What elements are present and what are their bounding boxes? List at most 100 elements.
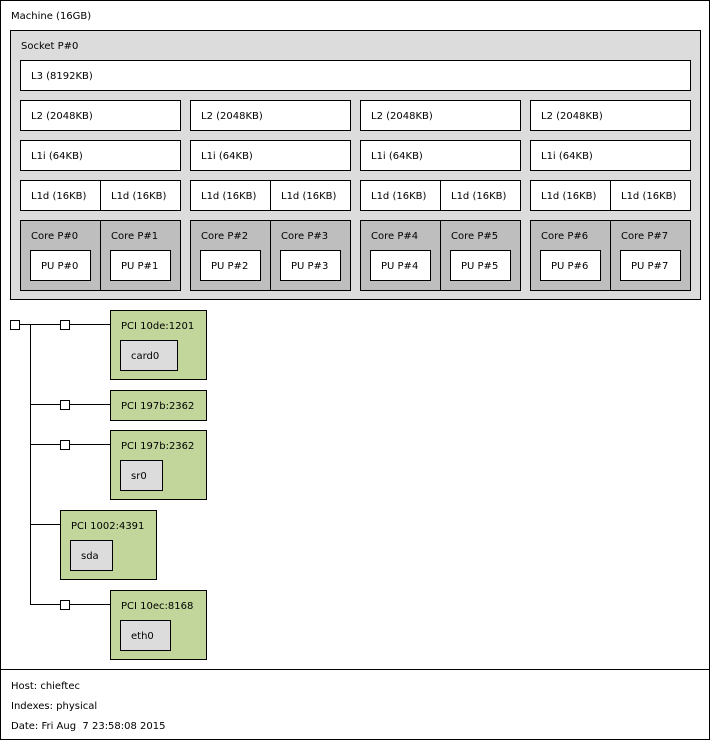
l1d-label: L1d (16KB) bbox=[451, 191, 507, 202]
pu-label: PU P#1 bbox=[121, 261, 159, 272]
pci-device: PCI 10de:1201 card0 bbox=[110, 310, 207, 380]
core-label: Core P#2 bbox=[201, 231, 249, 242]
l1d-label: L1d (16KB) bbox=[541, 191, 597, 202]
l1i-label: L1i (64KB) bbox=[371, 151, 423, 162]
os-device-label: eth0 bbox=[131, 631, 154, 642]
l2-label: L2 (2048KB) bbox=[371, 111, 433, 122]
l1d-label: L1d (16KB) bbox=[111, 191, 167, 202]
l1d-label: L1d (16KB) bbox=[371, 191, 427, 202]
connector-line bbox=[30, 444, 60, 445]
connector-line bbox=[20, 324, 60, 325]
pci-bridge-node bbox=[60, 600, 70, 610]
core-label: Core P#5 bbox=[451, 231, 499, 242]
core-label: Core P#1 bbox=[111, 231, 159, 242]
l2-cache: L2 (2048KB) bbox=[360, 100, 521, 131]
date-text: Date: Fri Aug 7 23:58:08 2015 bbox=[11, 721, 166, 732]
l2-cache: L2 (2048KB) bbox=[530, 100, 691, 131]
os-device: sr0 bbox=[120, 460, 163, 491]
connector-line bbox=[70, 404, 110, 405]
l3-label: L3 (8192KB) bbox=[31, 71, 93, 82]
pci-label: PCI 10de:1201 bbox=[121, 321, 195, 332]
core-label: Core P#3 bbox=[281, 231, 329, 242]
pci-bridge-node bbox=[60, 320, 70, 330]
host-text: Host: chieftec bbox=[11, 681, 80, 692]
pu-label: PU P#7 bbox=[631, 261, 669, 272]
connector-line bbox=[30, 404, 60, 405]
os-device-label: sr0 bbox=[131, 471, 147, 482]
pu-label: PU P#4 bbox=[381, 261, 419, 272]
os-device-label: sda bbox=[81, 551, 99, 562]
l1d-cache: L1d (16KB) bbox=[270, 180, 351, 211]
core-box: Core P#3 PU P#3 bbox=[270, 220, 351, 291]
pu-box: PU P#5 bbox=[450, 250, 511, 281]
core-box: Core P#0 PU P#0 bbox=[20, 220, 101, 291]
connector-line bbox=[30, 524, 60, 525]
pci-device: PCI 1002:4391 sda bbox=[60, 510, 157, 580]
pci-label: PCI 197b:2362 bbox=[121, 401, 195, 412]
pu-label: PU P#5 bbox=[461, 261, 499, 272]
pci-bridge-node bbox=[60, 440, 70, 450]
pu-box: PU P#7 bbox=[620, 250, 681, 281]
connector-line bbox=[30, 324, 31, 605]
pci-device: PCI 197b:2362 bbox=[110, 390, 207, 421]
l1d-cache: L1d (16KB) bbox=[530, 180, 611, 211]
pu-box: PU P#4 bbox=[370, 250, 431, 281]
connector-line bbox=[70, 324, 110, 325]
pci-label: PCI 197b:2362 bbox=[121, 441, 195, 452]
l2-label: L2 (2048KB) bbox=[541, 111, 603, 122]
core-box: Core P#6 PU P#6 bbox=[530, 220, 611, 291]
l2-label: L2 (2048KB) bbox=[201, 111, 263, 122]
pu-box: PU P#6 bbox=[540, 250, 601, 281]
l3-cache: L3 (8192KB) bbox=[20, 60, 691, 91]
l1i-label: L1i (64KB) bbox=[541, 151, 593, 162]
pu-box: PU P#2 bbox=[200, 250, 261, 281]
core-label: Core P#6 bbox=[541, 231, 589, 242]
l1i-label: L1i (64KB) bbox=[201, 151, 253, 162]
l2-cache: L2 (2048KB) bbox=[20, 100, 181, 131]
l1d-cache: L1d (16KB) bbox=[190, 180, 271, 211]
pci-device: PCI 10ec:8168 eth0 bbox=[110, 590, 207, 660]
pci-label: PCI 1002:4391 bbox=[71, 521, 145, 532]
l1d-label: L1d (16KB) bbox=[621, 191, 677, 202]
l1i-cache: L1i (64KB) bbox=[360, 140, 521, 171]
pu-box: PU P#3 bbox=[280, 250, 341, 281]
core-box: Core P#2 PU P#2 bbox=[190, 220, 271, 291]
l1d-cache: L1d (16KB) bbox=[610, 180, 691, 211]
l1d-cache: L1d (16KB) bbox=[440, 180, 521, 211]
l1d-label: L1d (16KB) bbox=[31, 191, 87, 202]
pu-label: PU P#2 bbox=[211, 261, 249, 272]
os-device: sda bbox=[70, 540, 113, 571]
pu-box: PU P#1 bbox=[110, 250, 171, 281]
core-label: Core P#7 bbox=[621, 231, 669, 242]
core-box: Core P#5 PU P#5 bbox=[440, 220, 521, 291]
indexes-text: Indexes: physical bbox=[11, 701, 98, 712]
pu-label: PU P#6 bbox=[551, 261, 589, 272]
l1d-cache: L1d (16KB) bbox=[20, 180, 101, 211]
pu-box: PU P#0 bbox=[30, 250, 91, 281]
l1i-label: L1i (64KB) bbox=[31, 151, 83, 162]
l1i-cache: L1i (64KB) bbox=[20, 140, 181, 171]
socket-label: Socket P#0 bbox=[21, 41, 79, 52]
core-box: Core P#7 PU P#7 bbox=[610, 220, 691, 291]
os-device: eth0 bbox=[120, 620, 171, 651]
core-box: Core P#4 PU P#4 bbox=[360, 220, 441, 291]
pci-device: PCI 197b:2362 sr0 bbox=[110, 430, 207, 500]
pci-bridge-node bbox=[60, 400, 70, 410]
l1i-cache: L1i (64KB) bbox=[530, 140, 691, 171]
l1d-cache: L1d (16KB) bbox=[100, 180, 181, 211]
os-device: card0 bbox=[120, 340, 178, 371]
l1d-label: L1d (16KB) bbox=[281, 191, 337, 202]
l2-cache: L2 (2048KB) bbox=[190, 100, 351, 131]
pu-label: PU P#0 bbox=[41, 261, 79, 272]
machine-label: Machine (16GB) bbox=[11, 11, 92, 22]
l1i-cache: L1i (64KB) bbox=[190, 140, 351, 171]
l2-label: L2 (2048KB) bbox=[31, 111, 93, 122]
host-bridge-node bbox=[10, 320, 20, 330]
legend-box: Host: chieftec Indexes: physical Date: F… bbox=[0, 669, 710, 740]
pci-label: PCI 10ec:8168 bbox=[121, 601, 194, 612]
core-box: Core P#1 PU P#1 bbox=[100, 220, 181, 291]
core-label: Core P#4 bbox=[371, 231, 419, 242]
connector-line bbox=[70, 604, 110, 605]
l1d-label: L1d (16KB) bbox=[201, 191, 257, 202]
core-label: Core P#0 bbox=[31, 231, 79, 242]
